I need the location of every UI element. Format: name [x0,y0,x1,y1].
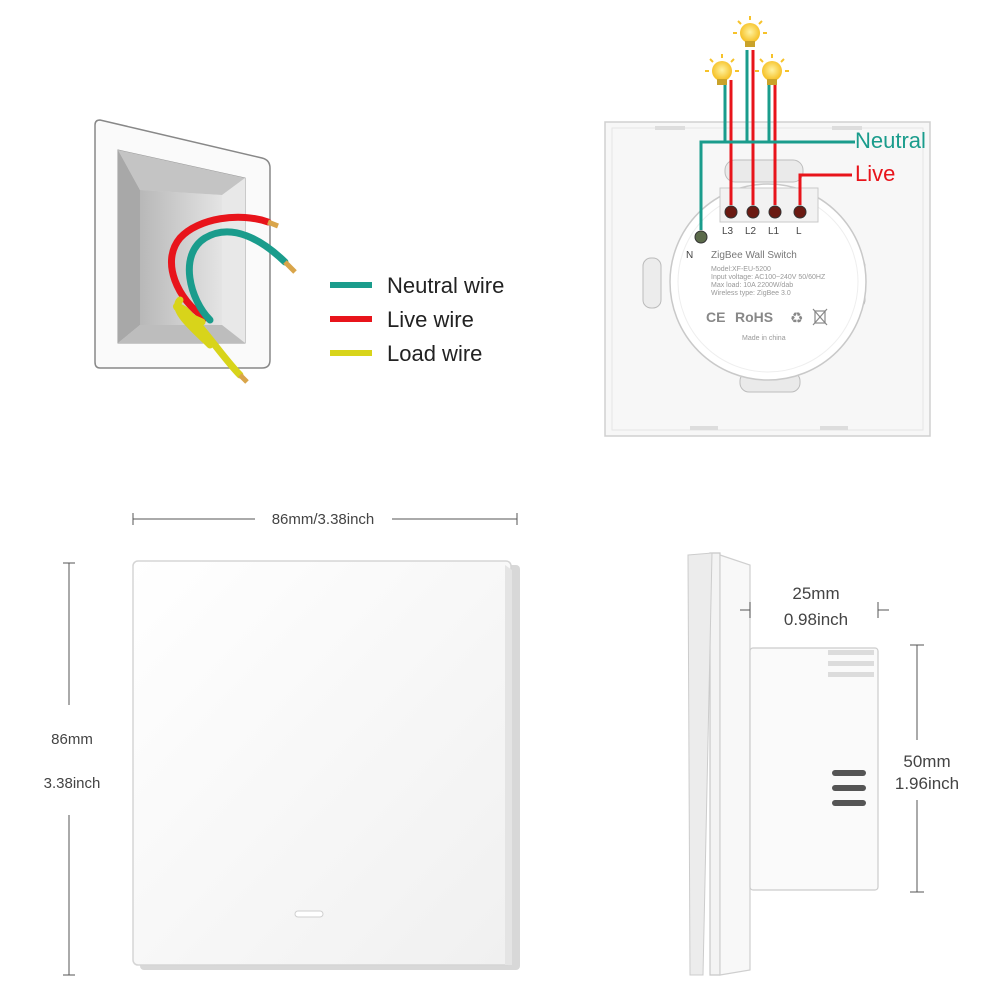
terminal-l [793,205,807,219]
terminal-l2 [746,205,760,219]
terminal-label-l1: L1 [768,226,780,237]
cert-ce: CE [706,309,725,325]
wall-box-illustration [94,119,297,384]
terminal-label-l3: L3 [722,226,734,237]
product-name: ZigBee Wall Switch [711,250,797,261]
product-max-load: Max load: 10A 2200W/dab [711,282,793,289]
switch-front-illustration [132,560,520,970]
product-model: Model:XF-EU-5200 [711,266,771,273]
switch-back-illustration: L3 L2 L1 L N ZigBee Wall Switch Model:XF… [604,16,931,437]
depth-mm-label: 25mm [792,584,839,603]
product-voltage: Input voltage: AC100~240V 50/60HZ [711,274,826,281]
depth-inch-label: 0.98inch [784,610,848,629]
neutral-wire-illustration [185,228,289,324]
body-dimension: 50mm 1.96inch [895,644,959,893]
indicator-light [294,910,324,918]
bulb-icon-left [705,54,739,85]
live-wire-illustration [168,213,272,322]
switch-side-illustration [687,552,879,976]
recycle-icon: ♻ [790,310,803,327]
depth-dimension: 25mm 0.98inch [740,584,889,629]
width-label: 86mm/3.38inch [272,511,375,528]
height-inch-label: 3.38inch [44,775,101,792]
legend-label-neutral: Neutral wire [387,273,504,298]
product-wireless: Wireless type: ZigBee 3.0 [711,290,791,297]
body-mm-label: 50mm [903,752,950,771]
terminal-l3 [724,205,738,219]
height-mm-label: 86mm [51,731,93,748]
legend-label-live: Live wire [387,307,474,332]
bulb-icon-center [733,16,767,47]
height-dimension: 86mm 3.38inch [44,562,101,976]
live-label: Live [855,161,895,186]
neutral-label: Neutral [855,128,926,153]
body-inch-label: 1.96inch [895,774,959,793]
terminal-label-l: L [796,226,802,237]
terminal-label-l2: L2 [745,226,757,237]
made-in: Made in china [742,335,786,342]
weee-bin-icon [812,308,828,326]
width-dimension: 86mm/3.38inch [132,511,518,528]
wire-legend: Neutral wire Live wire Load wire [330,273,504,366]
terminal-label-n: N [686,250,693,261]
cert-rohs: RoHS [735,309,773,325]
legend-label-load: Load wire [387,341,482,366]
terminal-n [694,230,708,244]
bulb-icon-right [755,54,789,85]
terminal-l1 [768,205,782,219]
